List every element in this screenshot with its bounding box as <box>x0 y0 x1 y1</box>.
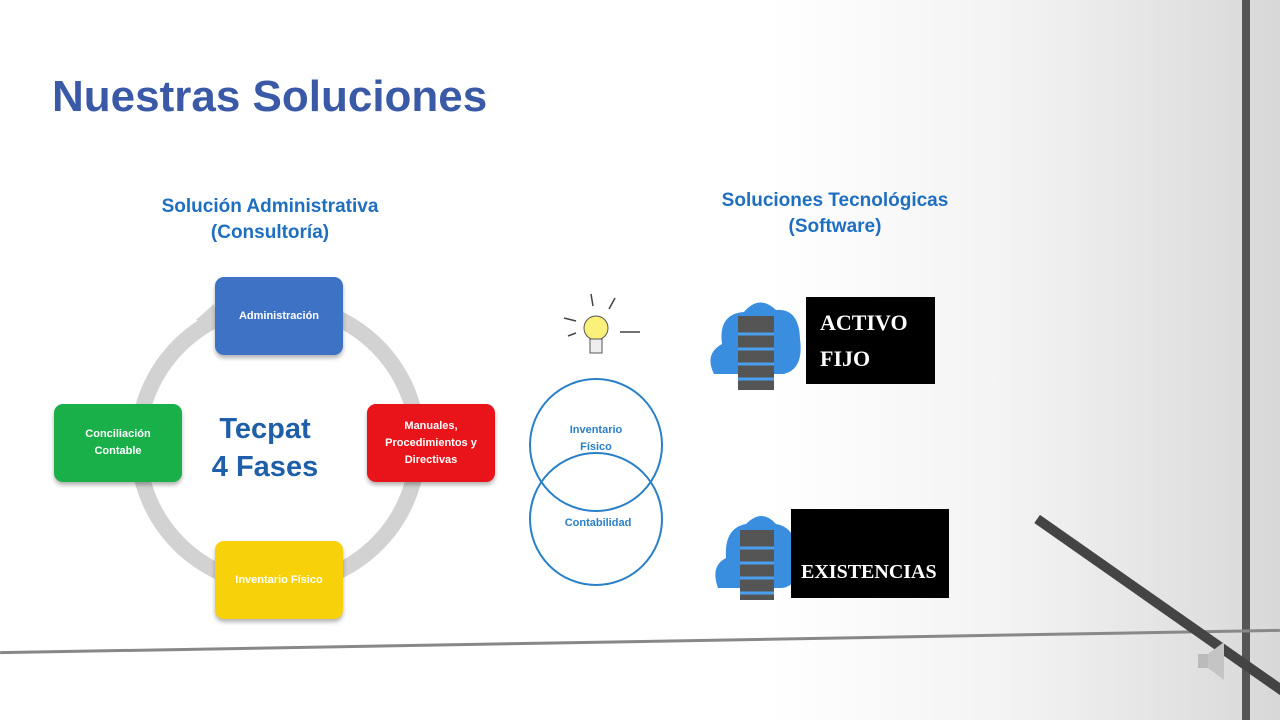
cloud-server-icon <box>715 516 797 600</box>
phase-administracion: Administración <box>215 277 343 355</box>
heading-line: Solución Administrativa <box>161 196 379 217</box>
heading-line: (Software) <box>788 216 882 237</box>
cycle-center: Tecpat 4 Fases <box>210 410 320 486</box>
heading-line: Soluciones Tecnológicas <box>721 190 949 211</box>
slide-title: Nuestras Soluciones <box>52 72 488 121</box>
cloud-server-icon <box>710 302 801 390</box>
phase-manuales: Manuales, Procedimientos y Directivas <box>367 404 495 482</box>
heading-line: (Consultoría) <box>210 222 330 243</box>
venn-label: Inventario Físico <box>569 424 623 453</box>
left-heading: Solución Administrativa (Consultoría) <box>140 194 400 246</box>
center-line: 4 Fases <box>211 451 319 483</box>
center-line: Tecpat <box>219 413 311 445</box>
lightbulb-icon <box>563 293 640 354</box>
software-label: EXISTENCIAS <box>801 561 937 583</box>
right-heading: Soluciones Tecnológicas (Software) <box>690 188 980 240</box>
software-label: ACTIVO <box>820 310 908 335</box>
phase-inventario: Inventario Físico <box>215 541 343 619</box>
venn-circle-contabilidad <box>529 452 663 586</box>
software-label: FIJO <box>820 346 871 371</box>
background-beam <box>1242 0 1250 720</box>
phase-conciliacion: Conciliación Contable <box>54 404 182 482</box>
speaker-icon[interactable] <box>1196 640 1236 680</box>
software-existencias: EXISTENCIAS <box>791 509 949 598</box>
software-activo-fijo: ACTIVO FIJO <box>806 297 935 384</box>
venn-label: Contabilidad <box>564 517 632 529</box>
